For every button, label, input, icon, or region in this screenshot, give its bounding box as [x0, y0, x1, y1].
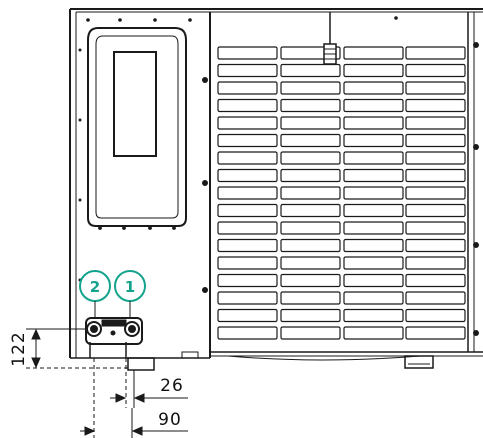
grille-slot: [405, 186, 466, 200]
dimension-pipe-spacing: [80, 358, 188, 438]
grille-slot: [217, 186, 278, 200]
dimension-pipe-offset-label: 26: [160, 376, 184, 396]
grille-slot: [343, 273, 404, 288]
grille-slot: [405, 238, 466, 253]
unit-feet: [127, 351, 434, 371]
callout-1: 1: [114, 270, 146, 302]
sensor-cable: [323, 12, 337, 65]
grille-slot: [343, 291, 404, 305]
grille-slot: [343, 46, 404, 60]
grille-slot: [217, 326, 278, 340]
grille-slot: [343, 186, 404, 200]
grille-slot: [280, 63, 341, 78]
grille-slot: [217, 133, 278, 148]
grille-slot: [343, 81, 404, 95]
ventilation-grille: [217, 46, 466, 340]
grille-slot: [280, 291, 341, 305]
grille-slot: [405, 308, 466, 323]
grille-slot: [280, 81, 341, 95]
grille-slot: [217, 273, 278, 288]
grille-slot: [280, 238, 341, 253]
callout-2-label: 2: [90, 278, 100, 296]
grille-slot: [280, 326, 341, 340]
grille-slot: [405, 133, 466, 148]
grille-slot: [343, 308, 404, 323]
grille-slot: [405, 221, 466, 235]
hydraulic-connections: [85, 317, 143, 358]
grille-slot: [280, 116, 341, 130]
grille-slot: [280, 133, 341, 148]
grille-slot: [405, 203, 466, 218]
service-panel: [87, 27, 187, 230]
grille-slot: [217, 256, 278, 270]
grille-slot: [343, 203, 404, 218]
grille-slot: [217, 46, 278, 60]
grille-slot: [280, 273, 341, 288]
dimension-height-label: 122: [9, 331, 29, 366]
grille-slot: [343, 116, 404, 130]
grille-slot: [405, 291, 466, 305]
grille-slot: [280, 203, 341, 218]
grille-slot: [343, 221, 404, 235]
grille-slot: [280, 221, 341, 235]
grille-slot: [343, 98, 404, 113]
grille-slot: [405, 256, 466, 270]
grille-slot: [280, 186, 341, 200]
grille-slot: [217, 168, 278, 183]
grille-slot: [280, 256, 341, 270]
grille-slot: [280, 168, 341, 183]
grille-slot: [217, 98, 278, 113]
rivets: [78, 16, 479, 336]
grille-slot: [217, 308, 278, 323]
grille-slot: [217, 291, 278, 305]
grille-slot: [405, 81, 466, 95]
grille-slot: [280, 308, 341, 323]
grille-slot: [405, 98, 466, 113]
dimension-pipe-offset: [110, 358, 188, 408]
grille-slot: [217, 238, 278, 253]
callout-2: 2: [79, 270, 111, 302]
dimension-pipe-spacing-label: 90: [158, 410, 182, 430]
grille-slot: [217, 221, 278, 235]
grille-slot: [217, 116, 278, 130]
callout-leaders: [94, 301, 131, 318]
unit-housing: [69, 8, 483, 359]
grille-slot: [405, 63, 466, 78]
grille-slot: [280, 98, 341, 113]
grille-slot: [217, 151, 278, 165]
grille-slot: [405, 273, 466, 288]
grille-slot: [280, 151, 341, 165]
grille-slot: [405, 168, 466, 183]
grille-slot: [405, 151, 466, 165]
dimension-height: [26, 328, 128, 369]
grille-slot: [343, 326, 404, 340]
grille-slot: [217, 63, 278, 78]
grille-slot: [343, 133, 404, 148]
callout-1-label: 1: [125, 278, 135, 296]
grille-slot: [343, 151, 404, 165]
grille-slot: [405, 326, 466, 340]
grille-slot: [217, 203, 278, 218]
grille-slot: [343, 238, 404, 253]
grille-slot: [343, 63, 404, 78]
grille-slot: [217, 81, 278, 95]
grille-slot: [343, 168, 404, 183]
grille-slot: [343, 256, 404, 270]
grille-slot: [405, 116, 466, 130]
grille-slot: [405, 46, 466, 60]
